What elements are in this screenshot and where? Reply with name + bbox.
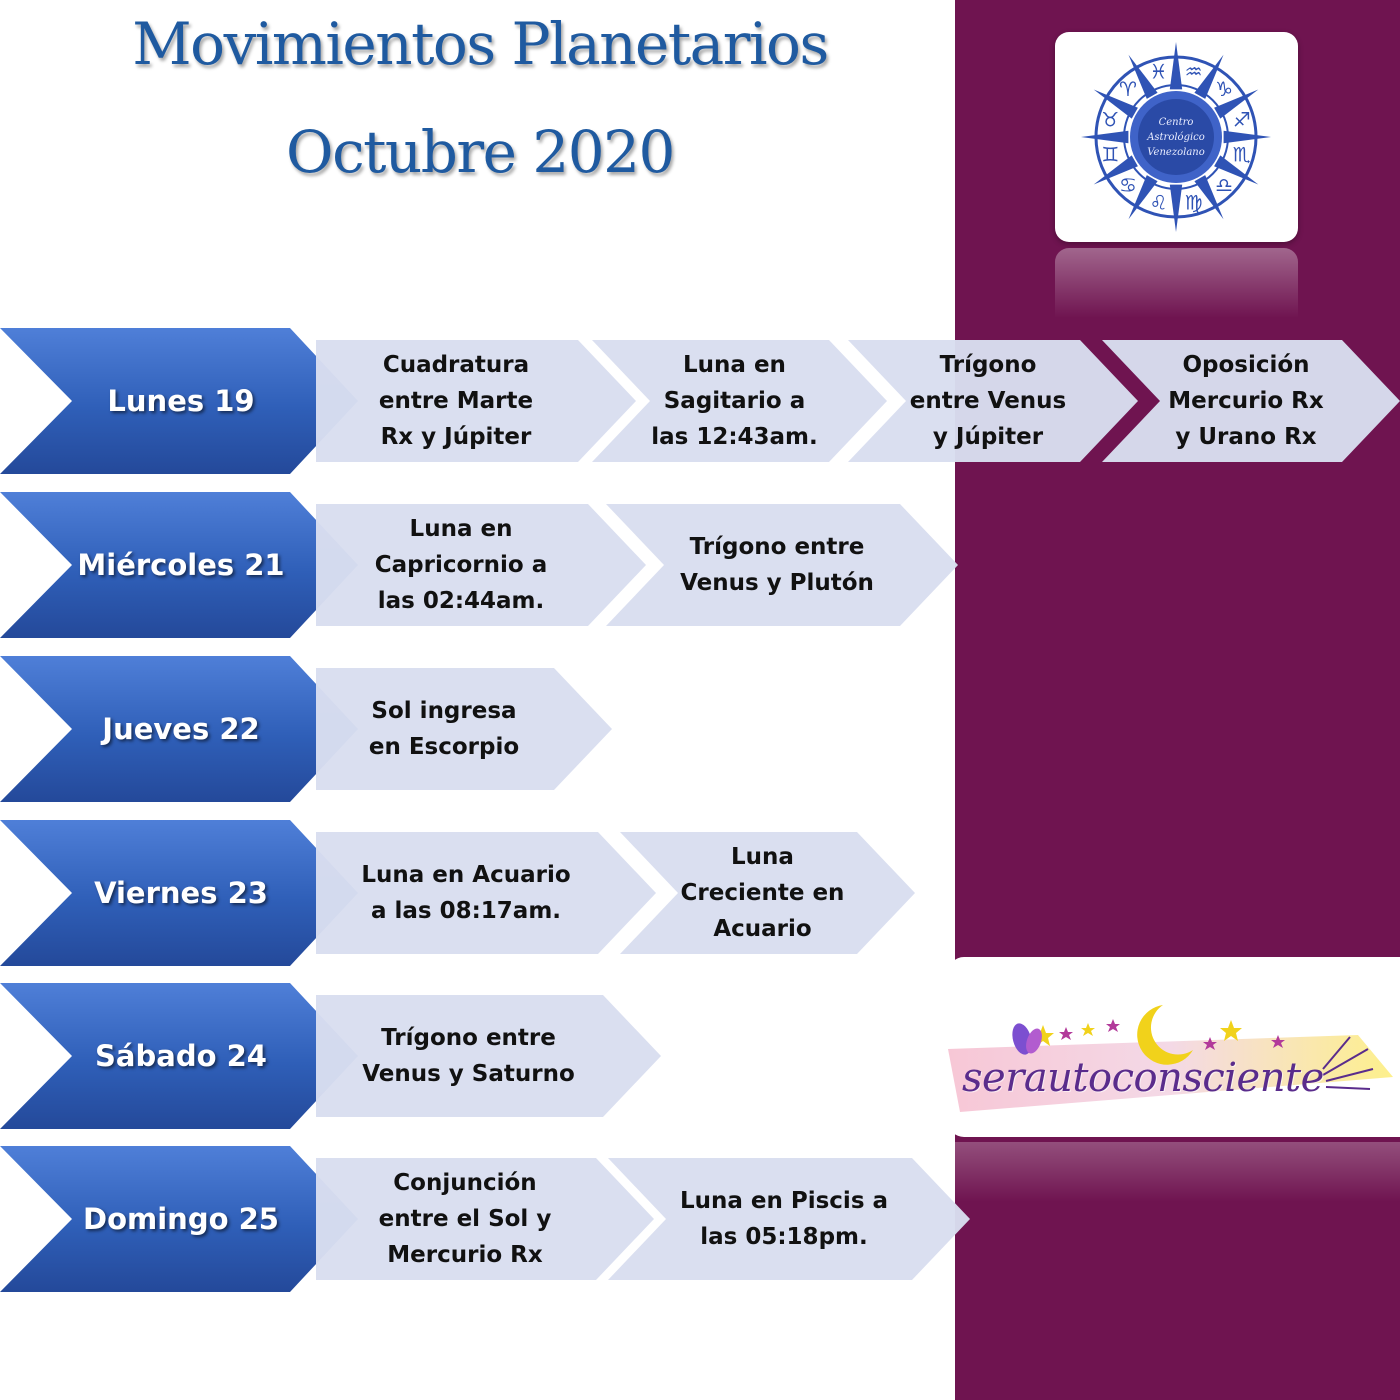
logo-text-line: Venezolano xyxy=(1147,147,1205,158)
event-chevron: Luna en Acuario a las 08:17am. xyxy=(316,832,656,954)
zodiac-sign-glyph: ♌ xyxy=(1149,191,1167,215)
zodiac-sign-glyph: ♓ xyxy=(1149,59,1167,83)
day-label: Domingo 25 xyxy=(83,1202,279,1236)
event-text: Trígono entre Venus y Saturno xyxy=(362,1025,575,1087)
day-label: Jueves 22 xyxy=(102,712,260,746)
zodiac-wheel-logo-icon: ♒ ♑♐ ♏♎ ♍ ♌ ♋♊ ♉♈ ♓ Centro Astrológico Venezola… xyxy=(1081,42,1271,232)
logo-text-line: Astrológico xyxy=(1146,132,1205,143)
schedule-row: Jueves 22 Sol ingresa en Escorpio xyxy=(0,656,1400,806)
event-text: Oposición Mercurio Rx y Urano Rx xyxy=(1168,352,1324,450)
zodiac-sign-glyph: ♉ xyxy=(1101,107,1119,131)
zodiac-sign-glyph: ♑ xyxy=(1215,77,1233,101)
event-chevron: Luna en Piscis a las 05:18pm. xyxy=(608,1158,970,1280)
zodiac-sign-glyph: ♎ xyxy=(1215,173,1233,197)
butterfly-moon-stars-icon xyxy=(948,1005,1393,1112)
day-chevron: Lunes 19 xyxy=(0,328,360,474)
event-chevron: Trígono entre Venus y Júpiter xyxy=(848,340,1138,462)
event-chevron: Oposición Mercurio Rx y Urano Rx xyxy=(1102,340,1400,462)
page-title: Movimientos Planetarios xyxy=(132,10,829,78)
schedule-row: Domingo 25 Conjunción entre el Sol y Merc… xyxy=(0,1146,1400,1296)
day-chevron: Jueves 22 xyxy=(0,656,360,802)
schedule-row: Viernes 23 Luna en Acuario a las 08:17am.… xyxy=(0,820,1400,970)
day-label: Miércoles 21 xyxy=(77,548,285,582)
zodiac-sign-glyph: ♏ xyxy=(1233,143,1251,167)
event-chevron: Trígono entre Venus y Plutón xyxy=(606,504,958,626)
day-chevron: Miércoles 21 xyxy=(0,492,360,638)
event-text: Luna Creciente en Acuario xyxy=(680,844,845,942)
zodiac-sign-glyph: ♈ xyxy=(1119,77,1137,101)
zodiac-sign-glyph: ♋ xyxy=(1119,173,1137,197)
event-chevron: Conjunción entre el Sol y Mercurio Rx xyxy=(316,1158,654,1280)
brand-logo-text: serautoconsciente xyxy=(962,1055,1324,1101)
page-subtitle: Octubre 2020 xyxy=(286,118,675,186)
event-chevron: Cuadratura entre Marte Rx y Júpiter xyxy=(316,340,636,462)
zodiac-logo-card: ♒ ♑♐ ♏♎ ♍ ♌ ♋♊ ♉♈ ♓ Centro Astrológico Venezola… xyxy=(1055,32,1298,242)
event-text: Cuadratura entre Marte Rx y Júpiter xyxy=(378,352,534,450)
day-label: Lunes 19 xyxy=(107,384,255,418)
event-text: Conjunción entre el Sol y Mercurio Rx xyxy=(378,1170,552,1268)
brand-card xyxy=(948,957,1400,1137)
logo-text-line: Centro xyxy=(1159,117,1194,128)
event-chevron: Sol ingresa en Escorpio xyxy=(316,668,612,790)
day-label: Viernes 23 xyxy=(94,876,268,910)
logo-reflection xyxy=(1055,248,1298,318)
zodiac-sign-glyph: ♐ xyxy=(1233,107,1251,131)
event-text: Luna en Piscis a las 05:18pm. xyxy=(679,1188,889,1250)
event-text: Sol ingresa en Escorpio xyxy=(368,698,520,760)
zodiac-sign-glyph: ♍ xyxy=(1185,191,1203,215)
event-chevron: Luna en Capricornio a las 02:44am. xyxy=(316,504,646,626)
day-label: Sábado 24 xyxy=(95,1039,267,1073)
schedule-row: Sábado 24 Trígono entre Venus y Saturno xyxy=(0,983,1400,1133)
event-text: Luna en Sagitario a las 12:43am. xyxy=(651,352,818,450)
event-text: Trígono entre Venus y Júpiter xyxy=(909,352,1067,450)
event-chevron: Luna Creciente en Acuario xyxy=(620,832,915,954)
day-chevron: Viernes 23 xyxy=(0,820,360,966)
event-text: Trígono entre Venus y Plutón xyxy=(680,534,874,596)
schedule-row: Lunes 19 Cuadratura entre Marte Rx y Júpi… xyxy=(0,328,1400,478)
schedule-row: Miércoles 21 Luna en Capricornio a las 02… xyxy=(0,492,1400,642)
brand-reflection xyxy=(955,1142,1400,1202)
event-chevron: Trígono entre Venus y Saturno xyxy=(316,995,661,1117)
day-chevron: Domingo 25 xyxy=(0,1146,360,1292)
event-text: Luna en Capricornio a las 02:44am. xyxy=(374,516,548,614)
zodiac-sign-glyph: ♊ xyxy=(1101,143,1119,167)
event-text: Luna en Acuario a las 08:17am. xyxy=(361,862,571,924)
day-chevron: Sábado 24 xyxy=(0,983,360,1129)
event-chevron: Luna en Sagitario a las 12:43am. xyxy=(592,340,887,462)
zodiac-sign-glyph: ♒ xyxy=(1185,59,1203,83)
